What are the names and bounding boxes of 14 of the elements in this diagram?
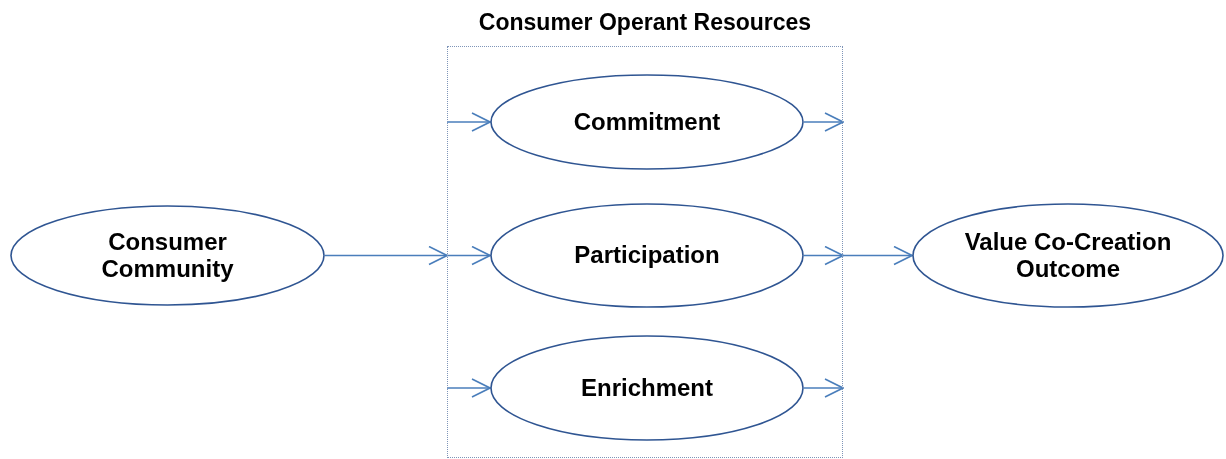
arrow xyxy=(842,245,913,266)
arrow xyxy=(446,378,491,398)
arrow xyxy=(446,112,491,132)
arrow xyxy=(803,245,844,266)
arrow xyxy=(803,378,844,398)
node-label: Enrichment xyxy=(581,374,713,402)
node-label: Participation xyxy=(574,242,720,269)
node-label: Commitment xyxy=(573,108,721,136)
arrow xyxy=(446,245,491,266)
arrow xyxy=(803,112,844,132)
node-label: Consumer Community xyxy=(100,229,235,282)
node-label: Value Co-Creation Outcome xyxy=(963,229,1173,282)
arrow xyxy=(324,245,448,266)
group-title: Consumer Operant Resources xyxy=(477,9,813,36)
